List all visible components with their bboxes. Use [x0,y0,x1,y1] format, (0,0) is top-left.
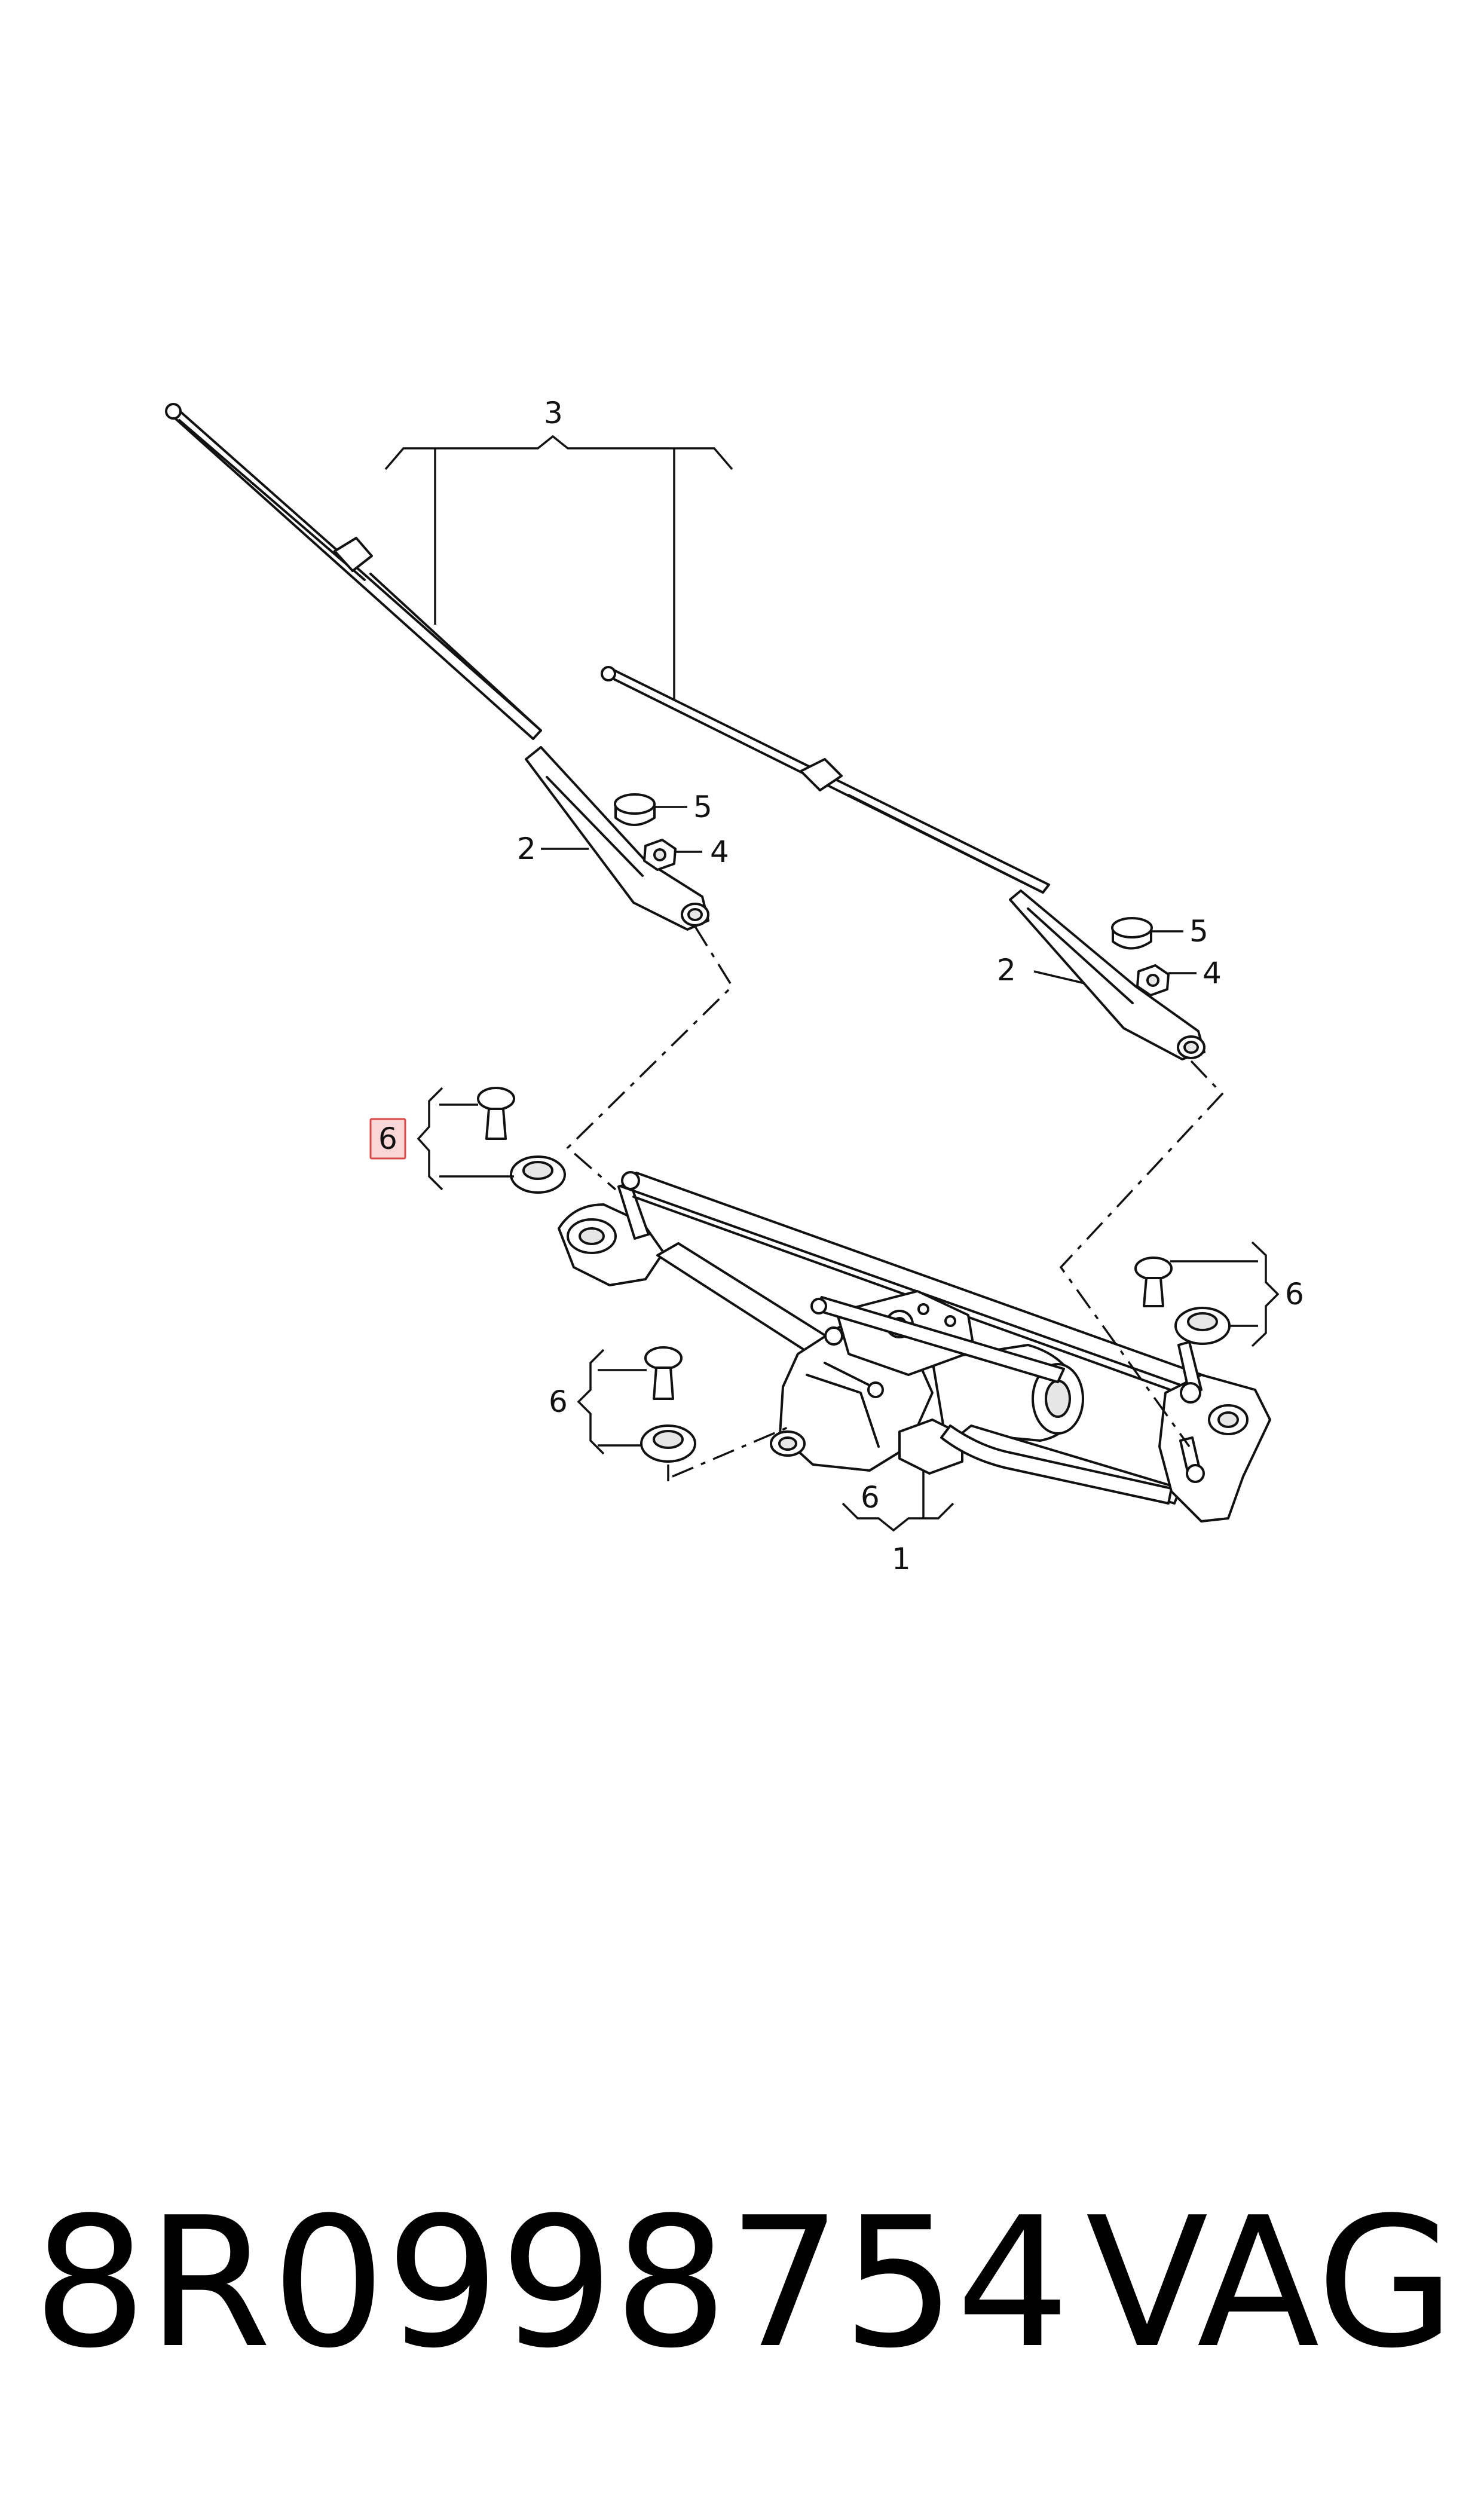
left-wiper-blade [165,403,542,740]
right-nut [1136,964,1170,996]
callout-5-left: 5 [693,790,712,824]
grommet-left-top [510,1155,566,1194]
callout-4-right: 4 [1203,956,1222,990]
caption: 8R0998754 VAG [33,2176,1455,2391]
callout-4-left: 4 [710,834,729,869]
callout-6-right: 6 [1285,1277,1304,1312]
callout-labels: 3 2 5 4 2 5 4 6 6 6 6 1 [378,396,1304,1576]
callout-6-highlighted: 6 [378,1121,397,1156]
screw-right [1134,1257,1173,1307]
right-wiper-blade [601,666,1050,894]
alignment-lines [566,926,1224,1481]
right-wiper-arm [1009,889,1205,1060]
grommet-right [1174,1307,1231,1345]
part-number: 8R0998754 [33,2179,1070,2387]
screw-lower-left [644,1346,683,1400]
left-cap [614,793,656,826]
wiper-linkage-diagram: 3 2 5 4 2 5 4 6 6 6 6 1 [165,396,1304,1576]
screw-left-top [477,1087,515,1140]
callout-2-right: 2 [997,953,1016,988]
wiper-linkage-frame [558,1171,1271,1523]
callout-3: 3 [544,396,563,430]
callout-5-right: 5 [1189,914,1208,949]
left-nut [643,839,677,871]
callout-1: 1 [892,1542,911,1576]
right-cap [1111,917,1153,950]
callout-6-bottom: 6 [861,1480,880,1515]
callout-6-lower-left: 6 [549,1384,568,1419]
left-wiper-arm [525,746,709,931]
leader-lines [384,435,1280,1532]
highlight-box [369,1118,406,1160]
callout-2-left: 2 [517,831,536,866]
brand-name: VAG [1085,2179,1455,2387]
grommet-lower-left [640,1424,696,1463]
